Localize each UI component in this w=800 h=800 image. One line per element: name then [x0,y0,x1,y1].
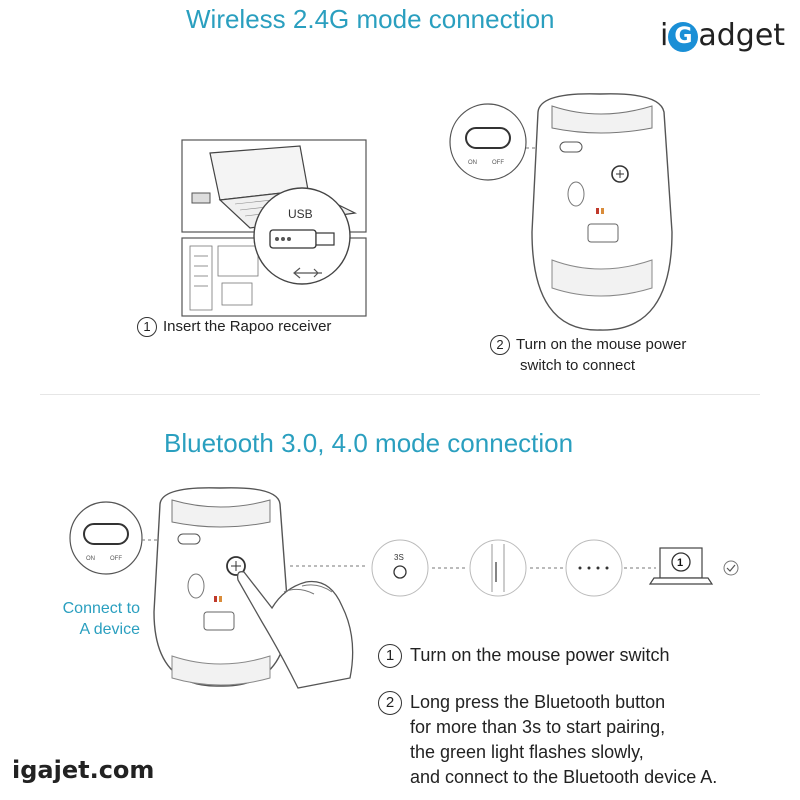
usb-label: USB [288,207,313,221]
bluetooth-step-1: 1 Turn on the mouse power switch [378,643,670,669]
laptop-label: 1 [677,557,683,569]
step-number-badge: 2 [490,335,510,356]
timer-icon [393,565,407,579]
bluetooth-mouse-illustration: ON OFF [69,487,366,689]
wireless-step-2-line1: Turn on the mouse power [516,336,687,353]
wireless-title: Wireless 2.4G mode connection [186,4,555,34]
wireless-step-1-text: Insert the Rapoo receiver [163,318,332,335]
bt-switch-off-label: OFF [110,556,122,562]
timer-label: 3S [394,553,404,562]
watermark-text: igajet.com [12,756,155,784]
bluetooth-title: Bluetooth 3.0, 4.0 mode connection [164,428,574,458]
wireless-step-1: 1 Insert the Rapoo receiver [137,316,332,338]
bluetooth-step-2-line3: the green light flashes slowly, [410,742,644,763]
mouse-power-illustration: ON OFF [449,93,673,331]
check-icon [723,560,739,576]
section-divider [40,394,760,395]
flashing-light-circle [565,539,623,597]
step-number-badge: 1 [137,317,157,338]
bluetooth-step-2-line4: and connect to the Bluetooth device A. [410,767,718,788]
usb-symbol-icon [293,267,322,279]
step-number-badge: 2 [378,691,402,716]
bluetooth-step-2-line1: Long press the Bluetooth button [410,692,666,712]
bluetooth-step-1-text: Turn on the mouse power switch [410,645,670,665]
bluetooth-light-circle [469,539,527,597]
connect-label-line2: A device [79,621,140,638]
wireless-step-2-line2: switch to connect [520,357,636,375]
pairing-sequence: 3S 1 [371,539,739,597]
switch-off-label: OFF [492,160,504,166]
step-number-badge: 1 [378,644,402,669]
switch-on-label: ON [468,160,477,166]
receiver-illustration: USB [181,139,367,317]
brand-g-icon: G [668,21,699,52]
connect-label-line1: Connect to [62,600,140,617]
bt-switch-on-label: ON [86,556,95,562]
brand-suffix: adget [698,18,786,53]
hand-pointer-icon [236,571,354,689]
bluetooth-step-2: 2 Long press the Bluetooth button for mor… [378,690,717,790]
wireless-step-2: 2 Turn on the mouse power switch to conne… [490,334,686,376]
brand-prefix: i [660,18,669,53]
bluetooth-step-2-line2: for more than 3s to start pairing, [410,717,666,738]
connect-label: Connect to A device [40,598,140,640]
